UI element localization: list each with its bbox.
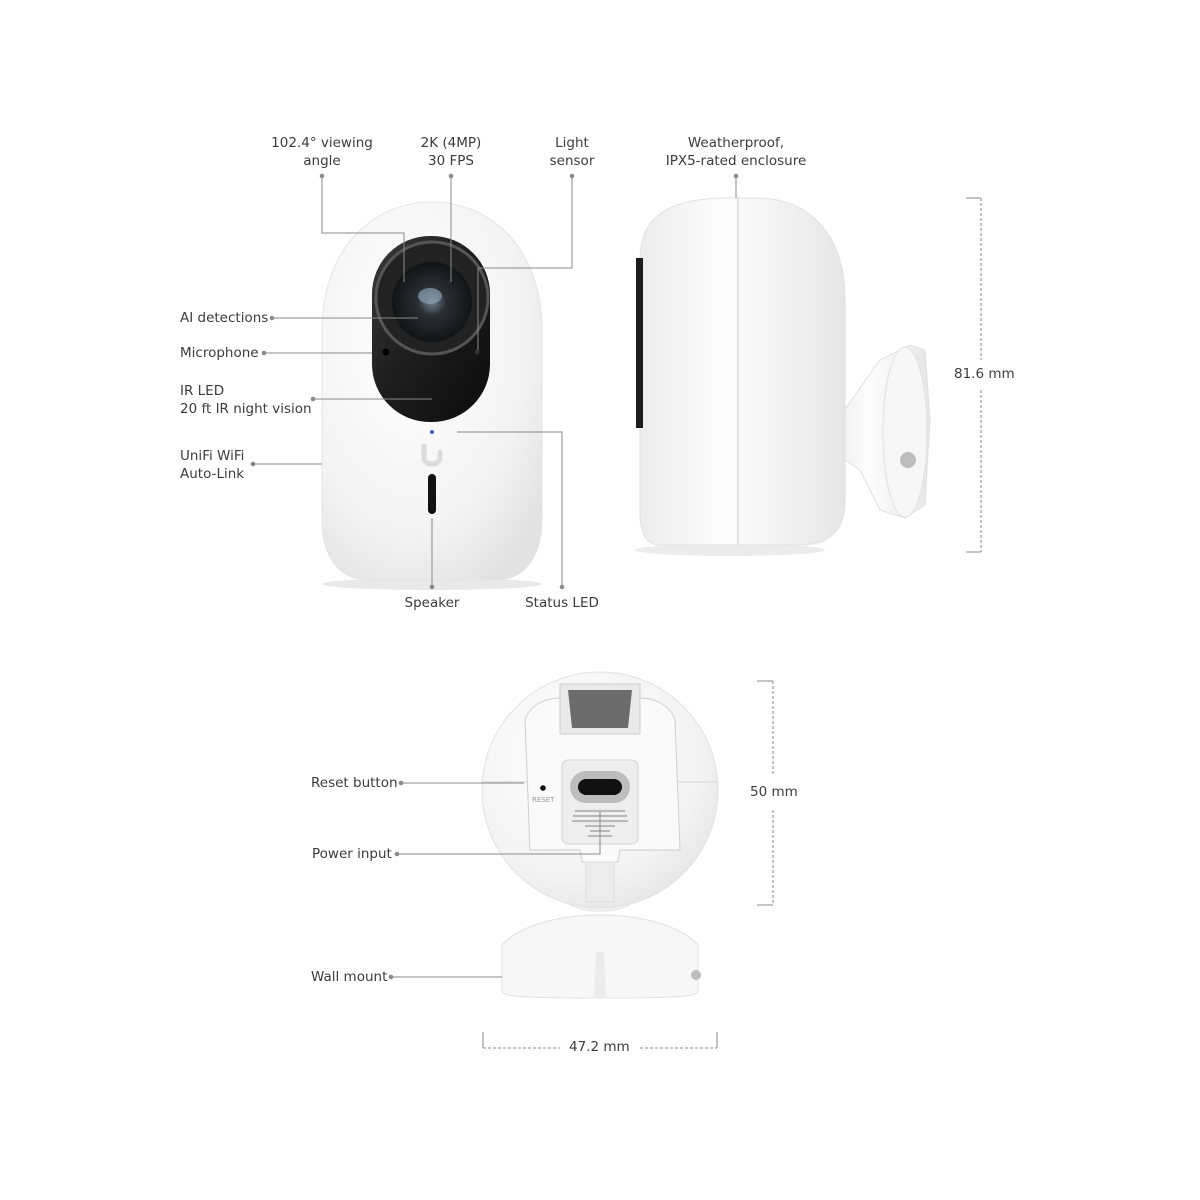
callout-enclosure-line2: IPX5-rated enclosure	[665, 153, 807, 169]
reset-engraving: RESET	[532, 796, 555, 804]
callout-microphone: Microphone	[180, 345, 259, 361]
callout-speaker: Speaker	[404, 595, 460, 611]
callout-viewing-angle: 102.4° viewing angle	[262, 134, 382, 170]
callout-enclosure: Weatherproof, IPX5-rated enclosure	[656, 134, 816, 170]
callout-ir-led-line1: IR LED	[180, 383, 225, 399]
callout-wifi-autolink-line2: Auto-Link	[180, 466, 245, 482]
callout-viewing-angle-line1: 102.4° viewing	[271, 135, 373, 151]
callout-light-sensor-line1: Light	[555, 135, 589, 151]
callout-viewing-angle-line2: angle	[303, 153, 341, 169]
microphone-hole	[382, 348, 390, 356]
front-view-camera	[321, 201, 543, 590]
unifi-logo-icon	[421, 443, 443, 467]
callout-ir-led: IR LED 20 ft IR night vision	[180, 382, 312, 418]
callout-resolution: 2K (4MP) 30 FPS	[401, 134, 501, 170]
callout-wifi-autolink: UniFi WiFi Auto-Link	[180, 447, 244, 483]
back-view-camera	[481, 671, 719, 999]
reset-hole	[540, 785, 546, 791]
side-view-camera	[635, 197, 931, 556]
mount-screw-icon	[900, 452, 916, 468]
speaker-slot	[428, 474, 436, 514]
callout-light-sensor-line2: sensor	[549, 153, 595, 169]
callout-ai-detections: AI detections	[180, 310, 269, 326]
callout-light-sensor: Light sensor	[532, 134, 612, 170]
front-leader-lines	[250, 173, 575, 590]
dimension-height-back: 50 mm	[746, 784, 802, 800]
status-led-dot	[430, 430, 434, 434]
back-leader-lines	[388, 680, 774, 1049]
light-sensor-dot	[474, 349, 480, 355]
callout-ir-led-line2: 20 ft IR night vision	[180, 401, 312, 417]
callout-power-input: Power input	[312, 846, 392, 862]
usb-c-port-icon	[578, 779, 622, 795]
callout-wall-mount: Wall mount	[311, 969, 388, 985]
callout-wifi-autolink-line1: UniFi WiFi	[180, 448, 245, 464]
callout-status-led: Status LED	[525, 595, 599, 611]
callout-reset-button: Reset button	[311, 775, 398, 791]
callout-enclosure-line1: Weatherproof,	[687, 135, 785, 151]
dimension-height-side: 81.6 mm	[950, 366, 1019, 382]
side-leader-lines	[733, 173, 982, 553]
callout-resolution-line1: 2K (4MP)	[420, 135, 482, 151]
dimension-width-back: 47.2 mm	[565, 1039, 634, 1055]
callout-resolution-line2: 30 FPS	[428, 153, 474, 169]
